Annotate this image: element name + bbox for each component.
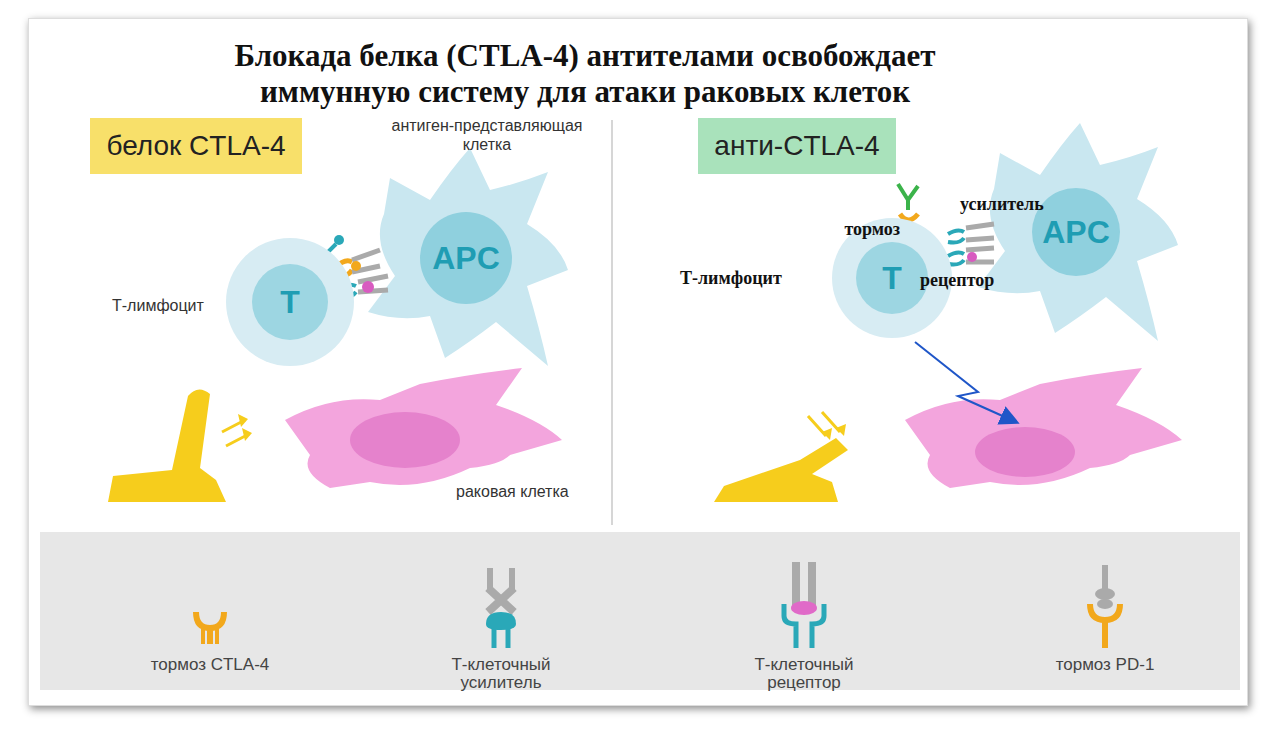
- cancer-cell: [285, 368, 562, 488]
- legend-text: Т-клеточный усилитель: [426, 656, 576, 692]
- yellow-device: [714, 412, 848, 502]
- title: Блокада белка (CTLA-4) антителами освобо…: [175, 38, 995, 110]
- ctla4-symbol: [196, 612, 224, 644]
- panel-label: белок CTLA-4: [90, 118, 302, 174]
- t-cell: T: [226, 238, 354, 366]
- apc-cell: [368, 148, 568, 366]
- node-text: APC: [432, 240, 500, 277]
- molecule-label: усилитель: [960, 194, 1070, 214]
- receptor-symbol: [784, 562, 824, 648]
- cell-label: антиген-представляющая клетка: [372, 116, 602, 154]
- node-text: T: [882, 260, 902, 297]
- legend-text: тормоз PD-1: [1020, 656, 1190, 674]
- node-text: APC: [1042, 214, 1110, 251]
- apc-cell: [978, 123, 1178, 341]
- apc-nucleus: APC: [420, 212, 512, 304]
- legend-text: Т-клеточный рецептор: [729, 656, 879, 692]
- cell-label: Т-лимфоцит: [112, 296, 232, 315]
- t-cell-nucleus: T: [252, 264, 328, 340]
- attack-arrow: [915, 342, 1016, 422]
- molecule-label: тормоз: [826, 219, 900, 239]
- divider: [611, 120, 613, 525]
- node-text: белок CTLA-4: [106, 130, 285, 162]
- pd1-symbol: [1090, 565, 1120, 648]
- molecule-label: рецептор: [920, 270, 1030, 290]
- cell-label: раковая клетка: [456, 482, 606, 501]
- node-text: T: [280, 284, 300, 321]
- node-text: анти-CTLA-4: [714, 130, 879, 162]
- cancer-cell: [905, 368, 1182, 488]
- apc-nucleus: APC: [1032, 188, 1120, 276]
- yellow-device: [108, 389, 252, 502]
- cell-label: Т-лимфоцит: [680, 268, 810, 288]
- legend-text: тормоз CTLA-4: [125, 656, 295, 674]
- panel-label: анти-CTLA-4: [698, 118, 896, 174]
- enhancer-symbol: [486, 568, 516, 648]
- t-cell-nucleus: T: [856, 242, 928, 314]
- legend-band: [40, 532, 1240, 690]
